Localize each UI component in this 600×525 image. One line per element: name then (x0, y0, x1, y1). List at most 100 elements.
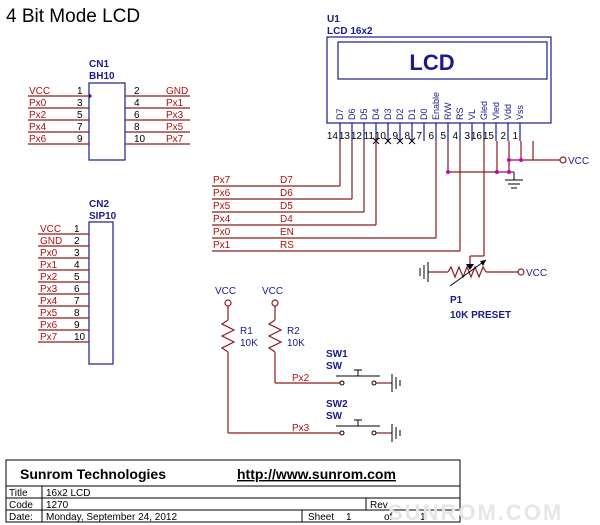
cn2-signal: GND (40, 236, 62, 247)
lcd-pin-number: 14 (327, 131, 339, 142)
cn2-pin-number: 6 (74, 284, 80, 295)
lcd-pins: D714D613D512D411D310D29D18D07Enable6R/W5… (327, 92, 525, 142)
r2-vcc-label: VCC (262, 286, 283, 297)
lcd-pin-number: 10 (375, 131, 387, 142)
lcd-pin-number: 3 (464, 131, 470, 142)
of-label: of (384, 512, 393, 523)
lcd-pin-name: D0 (419, 108, 429, 120)
sw2-ref: SW2 (326, 399, 348, 410)
lcd-pin-name: D1 (407, 108, 417, 120)
cn2-pin-number: 4 (74, 260, 80, 271)
lcd-pin-name: D7 (335, 108, 345, 120)
cn2-pin-number: 5 (74, 272, 80, 283)
lcd-pin-number: 13 (339, 131, 351, 142)
lcd-screen (337, 41, 548, 80)
net-port-label: Px1 (213, 240, 231, 251)
lcd-pin-name: RS (455, 107, 465, 120)
sw1-net-label: Px2 (292, 373, 310, 384)
lcd-pin-number: 2 (500, 131, 506, 142)
r2-ref: R2 (287, 326, 300, 337)
p1-preset: VCC P1 10K PRESET (419, 141, 547, 321)
r1-ref: R1 (240, 326, 253, 337)
title-block: Sunrom Technologies http://www.sunrom.co… (5, 459, 461, 523)
cn2-pin-number: 8 (74, 308, 80, 319)
cn1-left-signal: Px0 (29, 98, 47, 109)
vcc-label-lcd: VCC (568, 156, 589, 167)
vcc-terminal-p1 (517, 268, 525, 276)
of-value: 1 (420, 512, 426, 523)
vcc-terminal-lcd (559, 156, 567, 164)
lcd-pin-number: 11 (364, 131, 375, 142)
cn1-value: BH10 (89, 71, 115, 82)
cn1-left-pin-number: 5 (77, 110, 83, 121)
cn1-left-signal: Px2 (29, 110, 47, 121)
cn1-right-pin-number: 10 (134, 134, 146, 145)
r2-sw1-circuit: VCC R2 10K Px2 SW1 SW (262, 286, 401, 392)
u1-ref: U1 (327, 14, 340, 25)
p1-vcc-label: VCC (526, 268, 547, 279)
watermark: SUNROM.COM (388, 500, 563, 525)
cn1-left-signal: VCC (29, 86, 50, 97)
net-name-label: EN (280, 227, 294, 238)
net-name-label: D6 (280, 188, 293, 199)
lcd-pin-name: D3 (383, 108, 393, 120)
net-port-label: Px5 (213, 201, 231, 212)
lcd-pin-name: VL (467, 109, 477, 120)
date-value: Monday, September 24, 2012 (46, 512, 177, 523)
lcd-pin-name: D5 (359, 108, 369, 120)
pin1-marker (89, 93, 92, 99)
code-value: 1270 (46, 500, 69, 511)
r1-value: 10K (240, 338, 258, 349)
vcc-terminal-r1 (224, 299, 232, 307)
date-label: Date: (9, 512, 33, 523)
sw2-net-label: Px3 (292, 423, 310, 434)
cn2-pin-number: 1 (74, 224, 80, 235)
cn2-signal: Px2 (40, 272, 58, 283)
cn1-left-pin-number: 7 (77, 122, 83, 133)
lcd-pin-number: 7 (416, 131, 422, 142)
wiper-arrow (466, 264, 474, 270)
title-value: 16x2 LCD (46, 488, 90, 499)
cn2-ref: CN2 (89, 199, 109, 210)
company-url: http://www.sunrom.com (237, 466, 396, 482)
lcd-pin-number: 9 (392, 131, 398, 142)
preset-resistor-zigzag (447, 265, 487, 279)
cn1-left-signal: Px4 (29, 122, 47, 133)
lcd-pin-number: 15 (483, 131, 495, 142)
cn1-right-signal: Px1 (166, 98, 184, 109)
r1-sw2-circuit: VCC R1 10K Px3 SW2 SW (215, 286, 401, 442)
no-connect-x (408, 137, 416, 145)
lcd-pin-name: Vled (491, 102, 501, 120)
cn1-right-signal: Px5 (166, 122, 184, 133)
cn1-ref: CN1 (89, 59, 109, 70)
lcd-pin-number: 4 (452, 131, 458, 142)
lcd-pin-name: D6 (347, 108, 357, 120)
cn1-right-signal: Px3 (166, 110, 184, 121)
cn2-body (88, 221, 114, 365)
r1-vcc-label: VCC (215, 286, 236, 297)
net-port-label: Px6 (213, 188, 231, 199)
sheet-label: Sheet (308, 512, 334, 523)
cn1-right-pin-number: 4 (134, 98, 140, 109)
lcd-pin-name: Enable (431, 92, 441, 120)
cn1-body (88, 82, 126, 161)
cn2-signal: Px7 (40, 332, 58, 343)
r2-value: 10K (287, 338, 305, 349)
cn1-right-pin-number: 8 (134, 122, 140, 133)
net-port-label: Px7 (213, 175, 231, 186)
junction-dot (519, 158, 523, 162)
lcd-pin-name: Vdd (503, 104, 513, 120)
cn1-left-pin-number: 1 (77, 86, 83, 97)
lcd-pin-name: D2 (395, 108, 405, 120)
sw1-value: SW (326, 361, 343, 372)
sheet-value: 1 (346, 512, 352, 523)
p1-ref: P1 (450, 295, 463, 306)
cn2-signal: Px5 (40, 308, 58, 319)
net-port-label: Px4 (213, 214, 231, 225)
net-name-label: D5 (280, 201, 293, 212)
lcd-pin-number: 1 (512, 131, 518, 142)
cn2-pin-number: 3 (74, 248, 80, 259)
